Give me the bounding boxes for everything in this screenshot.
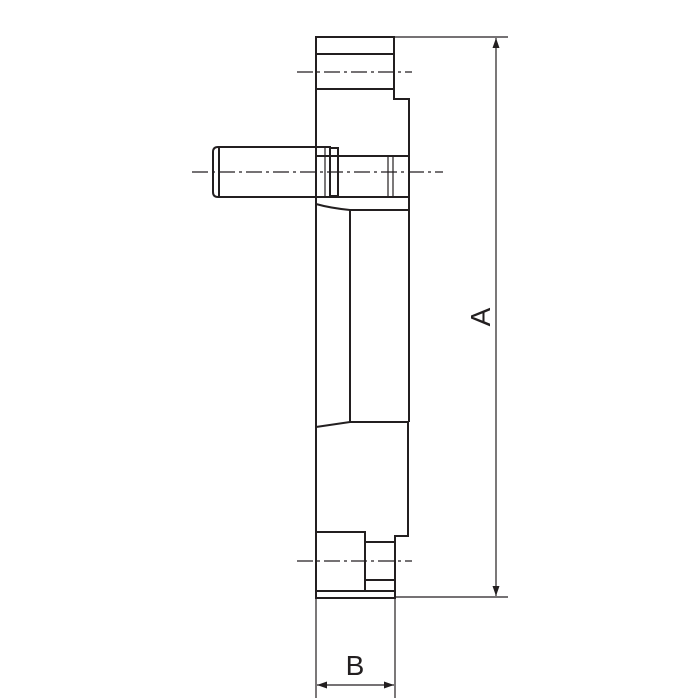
dimension-b-label: B bbox=[346, 650, 365, 681]
section-hatching bbox=[315, 36, 410, 599]
dimension-a: A bbox=[394, 36, 508, 598]
dimension-b: B bbox=[315, 598, 396, 698]
dimension-a-label: A bbox=[465, 307, 496, 326]
center-lines bbox=[192, 71, 443, 562]
flange-outline bbox=[315, 37, 410, 598]
